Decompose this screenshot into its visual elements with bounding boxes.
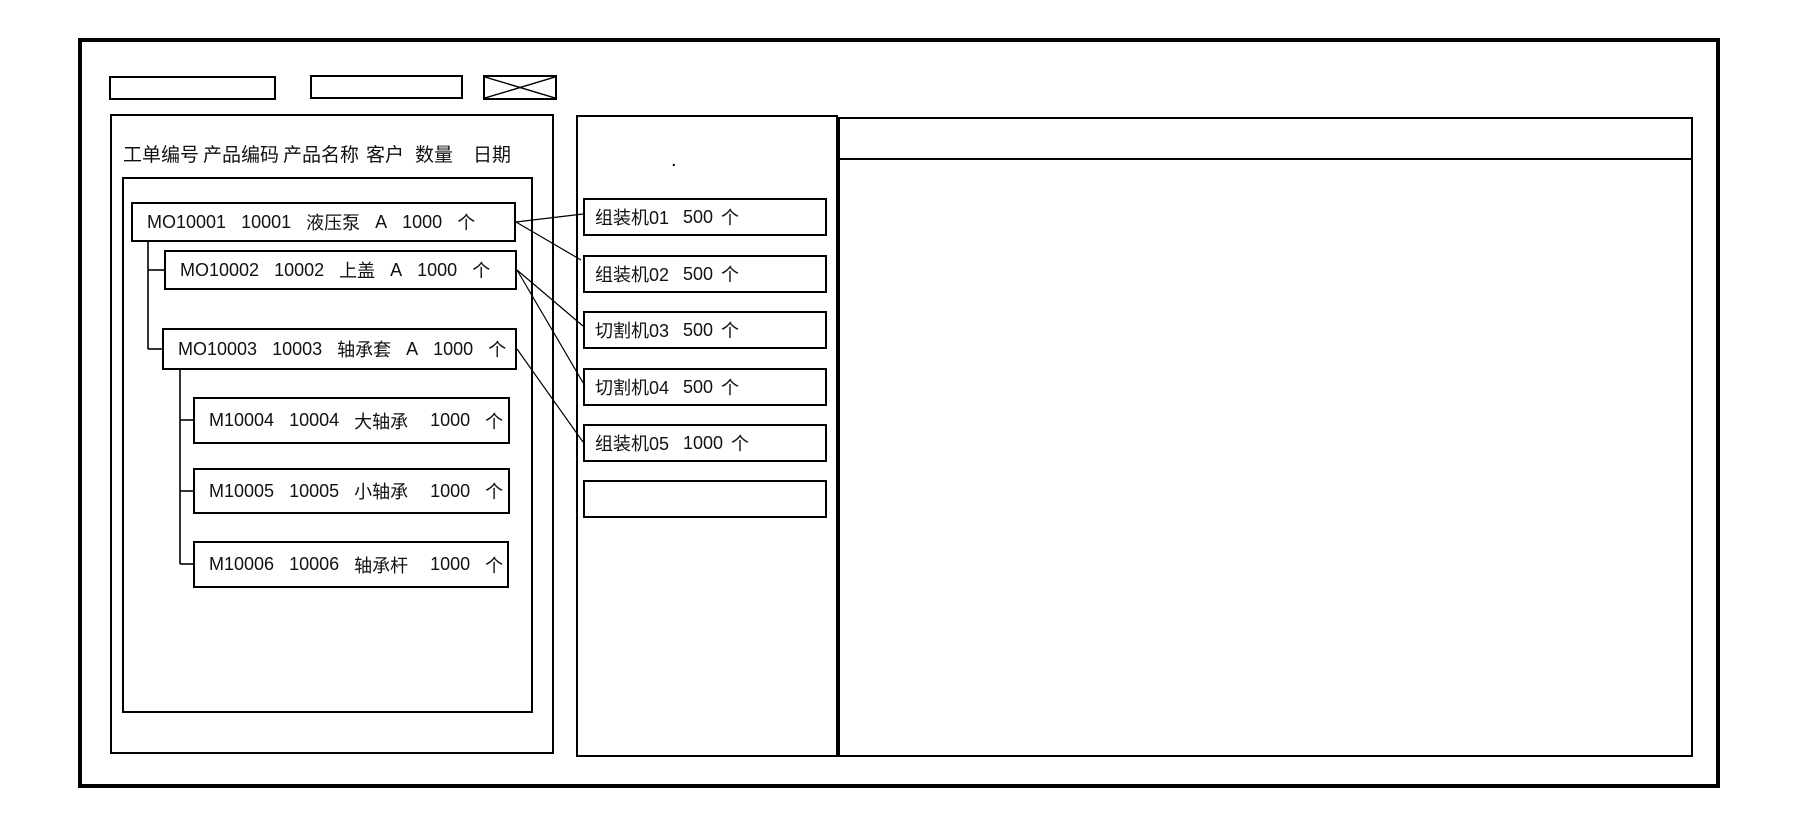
work-order-node-m10005[interactable]: M10005 10005 小轴承 1000 个 [193,468,510,514]
quantity: 1000 [430,410,471,430]
machine-qty: 500 [683,206,714,227]
unit: 个 [485,411,504,432]
machine-item-02[interactable]: 组装机02 500 个 [583,255,827,293]
product-name: 上盖 [339,261,376,281]
stray-dot: . [671,149,677,171]
unit: 个 [472,261,491,281]
toolbar-field-2[interactable] [310,75,463,99]
machine-item-05[interactable]: 组装机05 1000 个 [583,424,827,462]
order-no: MO10002 [180,259,260,280]
column-header-order-no: 工单编号 [123,145,200,166]
x-placeholder-button[interactable] [483,75,557,100]
column-header-product-name: 产品名称 [283,145,360,166]
order-no: M10006 [209,554,275,574]
machine-qty: 500 [683,319,714,340]
unit: 个 [485,482,504,502]
machine-unit: 个 [721,265,740,285]
toolbar-field-1[interactable] [109,76,276,100]
product-code: 10001 [241,211,292,232]
order-no: MO10001 [147,211,227,232]
product-name: 轴承杆 [354,555,409,576]
machine-unit: 个 [721,321,740,341]
product-code: 10003 [272,338,323,359]
product-code: 10002 [274,259,325,280]
order-no: M10004 [209,410,275,430]
machine-name: 切割机03 [595,321,670,341]
machine-name: 组装机01 [595,208,670,228]
product-code: 10005 [289,480,340,501]
machine-name: 组装机02 [595,265,670,285]
machine-qty: 1000 [683,432,724,453]
machine-unit: 个 [721,378,740,398]
column-header-qty: 数量 [415,145,454,166]
customer: A [375,211,388,232]
machine-qty: 500 [683,376,714,397]
column-header-product-code: 产品编码 [203,145,280,166]
product-name: 大轴承 [354,411,409,432]
product-name: 液压泵 [306,213,361,233]
column-header-customer: 客户 [366,145,405,166]
customer: A [390,259,403,280]
product-code: 10004 [289,410,340,430]
machine-item-03[interactable]: 切割机03 500 个 [583,311,827,349]
customer: A [406,338,419,359]
quantity: 1000 [402,211,443,232]
work-order-node-mo10001[interactable]: MO10001 10001 液压泵 A 1000 个 [131,202,516,242]
work-order-node-mo10003[interactable]: MO10003 10003 轴承套 A 1000 个 [162,328,517,370]
column-header-date: 日期 [473,145,512,166]
window-frame [78,38,1720,788]
machine-item-01[interactable]: 组装机01 500 个 [583,198,827,236]
machine-item-empty[interactable] [583,480,827,518]
unit: 个 [485,555,504,576]
machine-name: 切割机04 [595,378,670,398]
quantity: 1000 [430,480,471,501]
unit: 个 [488,340,507,360]
order-no: MO10003 [178,338,258,359]
detail-panel [838,117,1693,757]
work-order-node-mo10002[interactable]: MO10002 10002 上盖 A 1000 个 [164,250,517,290]
machine-qty: 500 [683,263,714,284]
quantity: 1000 [433,338,474,359]
product-name: 小轴承 [354,482,409,502]
order-no: M10005 [209,480,275,501]
x-icon [485,77,555,98]
product-code: 10006 [289,554,340,574]
machine-unit: 个 [721,208,740,228]
quantity: 1000 [430,554,471,574]
work-order-node-m10004[interactable]: M10004 10004 大轴承 1000 个 [193,397,510,444]
machine-item-04[interactable]: 切割机04 500 个 [583,368,827,406]
machine-name: 组装机05 [595,434,670,454]
detail-panel-header-divider [838,158,1693,160]
machine-unit: 个 [731,434,750,454]
unit: 个 [457,213,476,233]
work-order-node-m10006[interactable]: M10006 10006 轴承杆 1000 个 [193,541,509,588]
quantity: 1000 [417,259,458,280]
product-name: 轴承套 [337,340,392,360]
